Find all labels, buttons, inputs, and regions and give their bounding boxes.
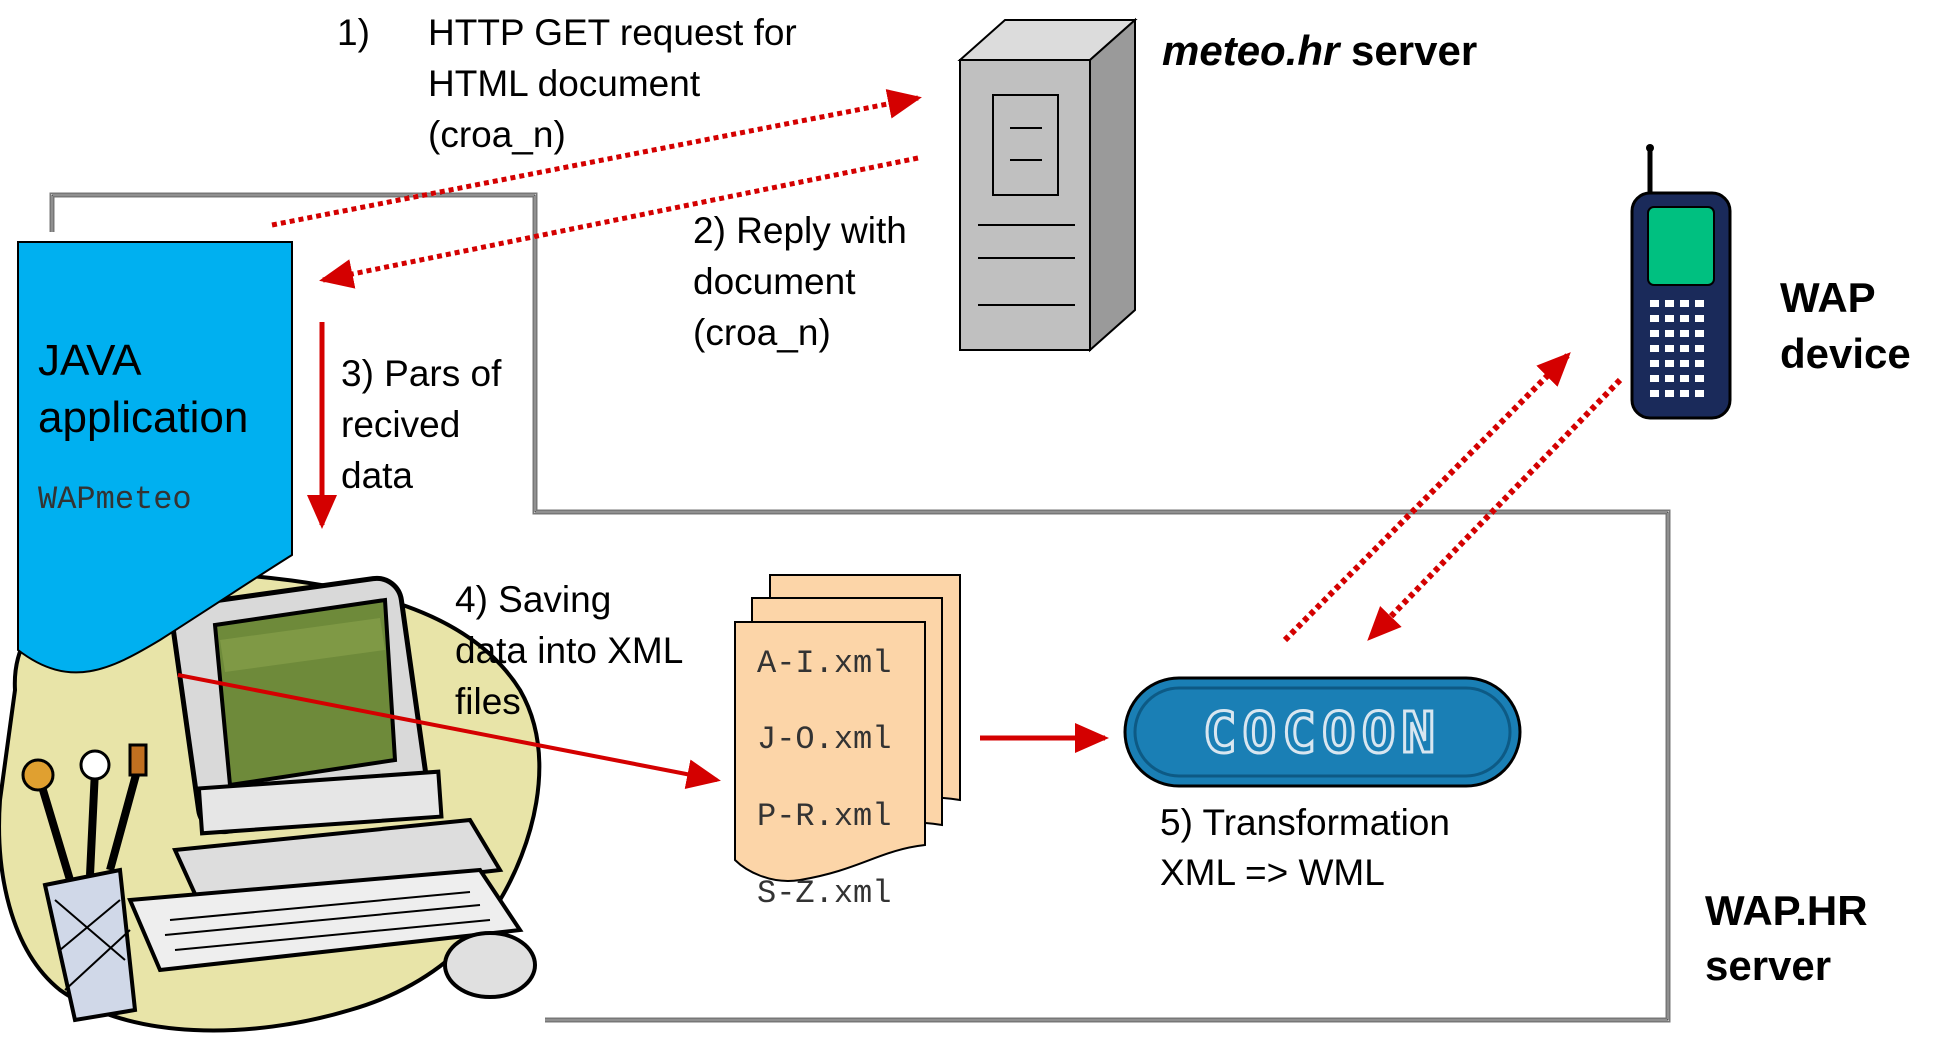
step-3-line1: 3) Pars of: [341, 353, 502, 394]
meteo-server-name: meteo.hr: [1162, 27, 1342, 74]
step-1-line3: (croa_n): [428, 114, 566, 155]
arrow-save-xml: [177, 673, 721, 789]
step-4-line1: 4) Saving: [455, 579, 611, 620]
wap-device-label-line2: device: [1780, 330, 1911, 377]
step-3-line2: recived: [341, 404, 460, 445]
wap-hr-server-label-line2: server: [1705, 942, 1831, 989]
step-5-line1: 5) Transformation: [1160, 802, 1450, 843]
step-5-line2: XML => WML: [1160, 852, 1385, 893]
cocoon-label: COCOON: [1203, 701, 1441, 766]
step-2-line3: (croa_n): [693, 312, 831, 353]
arrow-reply-with-document: [319, 155, 919, 289]
step-2-line1: 2) Reply with: [693, 210, 907, 251]
step-3-label: 3) Pars of recived data: [341, 353, 502, 496]
cocoon-logo: COCOON: [1123, 676, 1522, 788]
mobile-phone-icon: [1630, 144, 1732, 420]
arrow-http-get-request: [271, 89, 922, 228]
meteo-server-label: meteo.hr server: [1162, 27, 1477, 74]
java-label: JAVA: [38, 336, 142, 385]
xml-file-1: A-I.xml: [757, 645, 891, 682]
step-4-label: 4) Saving data into XML files: [455, 579, 683, 722]
wapmeteo-label: WAPmeteo: [38, 481, 192, 518]
server-tower-icon: [957, 17, 1138, 353]
step-1-line2: HTML document: [428, 63, 701, 104]
arrow-cocoon-to-device: [1282, 352, 1571, 643]
xml-file-4: S-Z.xml: [757, 875, 891, 912]
step-5-label: 5) Transformation XML => WML: [1160, 802, 1450, 893]
step-3-line3: data: [341, 455, 413, 496]
step-4-line3: files: [455, 681, 521, 722]
step-1-label: 1) HTTP GET request for HTML document (c…: [337, 12, 797, 155]
java-application-box: JAVA application WAPmeteo: [17, 241, 293, 674]
step-1-number: 1): [337, 12, 370, 53]
xml-file-3: P-R.xml: [757, 798, 891, 835]
workstation-icon: [0, 569, 542, 1033]
arrow-device-to-cocoon: [1367, 377, 1623, 641]
wap-hr-server-label-line1: WAP.HR: [1705, 887, 1868, 934]
step-2-label: 2) Reply with document (croa_n): [693, 210, 907, 353]
xml-files-stack: A-I.xml J-O.xml P-R.xml S-Z.xml: [734, 574, 961, 912]
system-boundary: [49, 192, 1671, 1023]
xml-file-2: J-O.xml: [757, 721, 891, 758]
step-2-line2: document: [693, 261, 856, 302]
wap-device-label-line1: WAP: [1780, 274, 1876, 321]
application-label: application: [38, 393, 248, 442]
arrows: [177, 89, 1623, 789]
step-4-line2: data into XML: [455, 630, 683, 671]
step-1-line1: HTTP GET request for: [428, 12, 797, 53]
meteo-server-suffix: server: [1339, 27, 1477, 74]
